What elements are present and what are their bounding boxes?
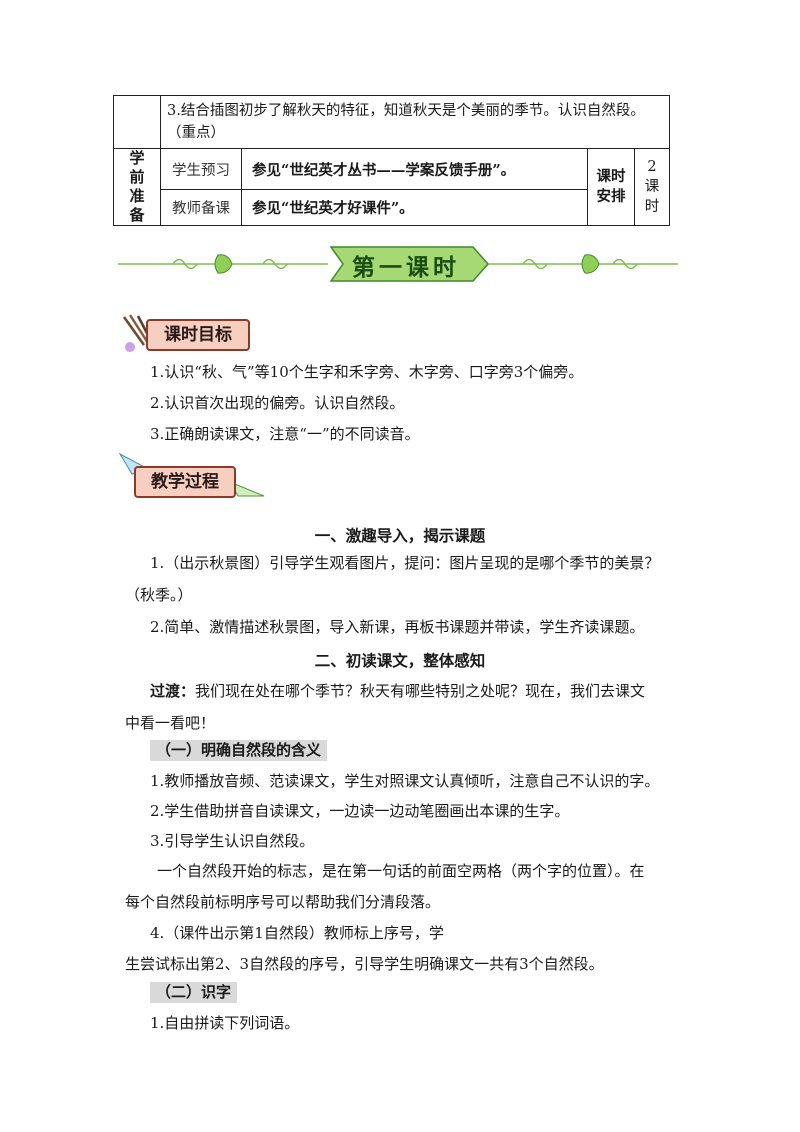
goal-3-text: 3.结合插图初步了解秋天的特征，知道秋天是个美丽的季节。认识自然段。（重点） bbox=[167, 103, 645, 141]
natural-paragraph-explanation-cont: 每个自然段前标明序号可以帮助我们分清段落。 bbox=[125, 893, 441, 911]
goal-item: 3.正确朗读课文，注意“一”的不同读音。 bbox=[150, 425, 420, 443]
banner-vine-decoration bbox=[118, 246, 678, 282]
student-preview-label: 学生预习 bbox=[160, 147, 242, 191]
goal-item: 1.认识“秋、气”等10个生字和禾字旁、木字旁、口字旁3个偏旁。 bbox=[150, 363, 584, 381]
sub1-item: 2.学生借助拼音自读课文，一边读一边动笔圈画出本课的生字。 bbox=[150, 802, 570, 820]
sub2-item: 1.自由拼读下列词语。 bbox=[150, 1014, 300, 1032]
section-1-title: 一、激趣导入，揭示课题 bbox=[314, 526, 486, 545]
s1-para-1-cont: （秋季。） bbox=[125, 586, 193, 604]
teacher-prep-label: 教师备课 bbox=[160, 189, 242, 226]
banner-title: 第一课时 bbox=[352, 255, 460, 281]
sub1-item: 1.教师播放音频、范读课文，学生对照课文认真倾听，注意自己不认识的字。 bbox=[150, 772, 660, 790]
transition-label: 过渡： bbox=[150, 682, 196, 700]
process-badge-label: 教学过程 bbox=[134, 466, 236, 498]
teacher-prep-content: 参见“世纪英才好课件”。 bbox=[241, 189, 588, 226]
subsection-1-title: （一）明确自然段的含义 bbox=[150, 740, 328, 761]
s1-para-1: 1.（出示秋景图）引导学生观看图片，提问：图片呈现的是哪个季节的美景？ bbox=[150, 554, 660, 572]
sub1-item-4: 4.（课件出示第1自然段）教师标上序号，学 bbox=[150, 924, 444, 942]
goals-badge-label: 课时目标 bbox=[146, 319, 250, 351]
s1-para-2: 2.简单、激情描述秋景图，导入新课，再板书课题并带读，学生齐读课题。 bbox=[150, 618, 645, 636]
lesson-banner: 第一课时 bbox=[113, 243, 683, 283]
goals-badge: 课时目标 bbox=[118, 313, 258, 355]
schedule-label: 课时安排 bbox=[587, 148, 635, 226]
process-badge: 教学过程 bbox=[118, 452, 268, 502]
sub1-item: 3.引导学生认识自然段。 bbox=[150, 832, 315, 850]
transition-paragraph: 过渡：我们现在处在哪个季节？秋天有哪些特别之处呢？现在，我们去课文 bbox=[150, 682, 646, 700]
goal-3-cell: 3.结合插图初步了解秋天的特征，知道秋天是个美丽的季节。认识自然段。（重点） bbox=[160, 95, 670, 149]
prep-side-label: 学前准备 bbox=[113, 148, 161, 226]
student-preview-content: 参见“世纪英才丛书——学案反馈手册”。 bbox=[241, 147, 588, 191]
goal-item: 2.认识首次出现的偏旁。认识自然段。 bbox=[150, 394, 405, 412]
lesson-prep-table: 3.结合插图初步了解秋天的特征，知道秋天是个美丽的季节。认识自然段。（重点） 学… bbox=[113, 95, 670, 226]
sub1-item-4-cont: 生尝试标出第2、3自然段的序号，引导学生明确课文一共有3个自然段。 bbox=[125, 955, 604, 973]
subsection-2-title: （二）识字 bbox=[150, 982, 238, 1003]
transition-paragraph-cont: 中看一看吧！ bbox=[125, 714, 216, 732]
schedule-value: 2课时 bbox=[634, 148, 670, 226]
natural-paragraph-explanation: 一个自然段开始的标志，是在第一句话的前面空两格（两个字的位置）。在 bbox=[157, 862, 645, 880]
section-2-title: 二、初读课文，整体感知 bbox=[314, 651, 486, 670]
